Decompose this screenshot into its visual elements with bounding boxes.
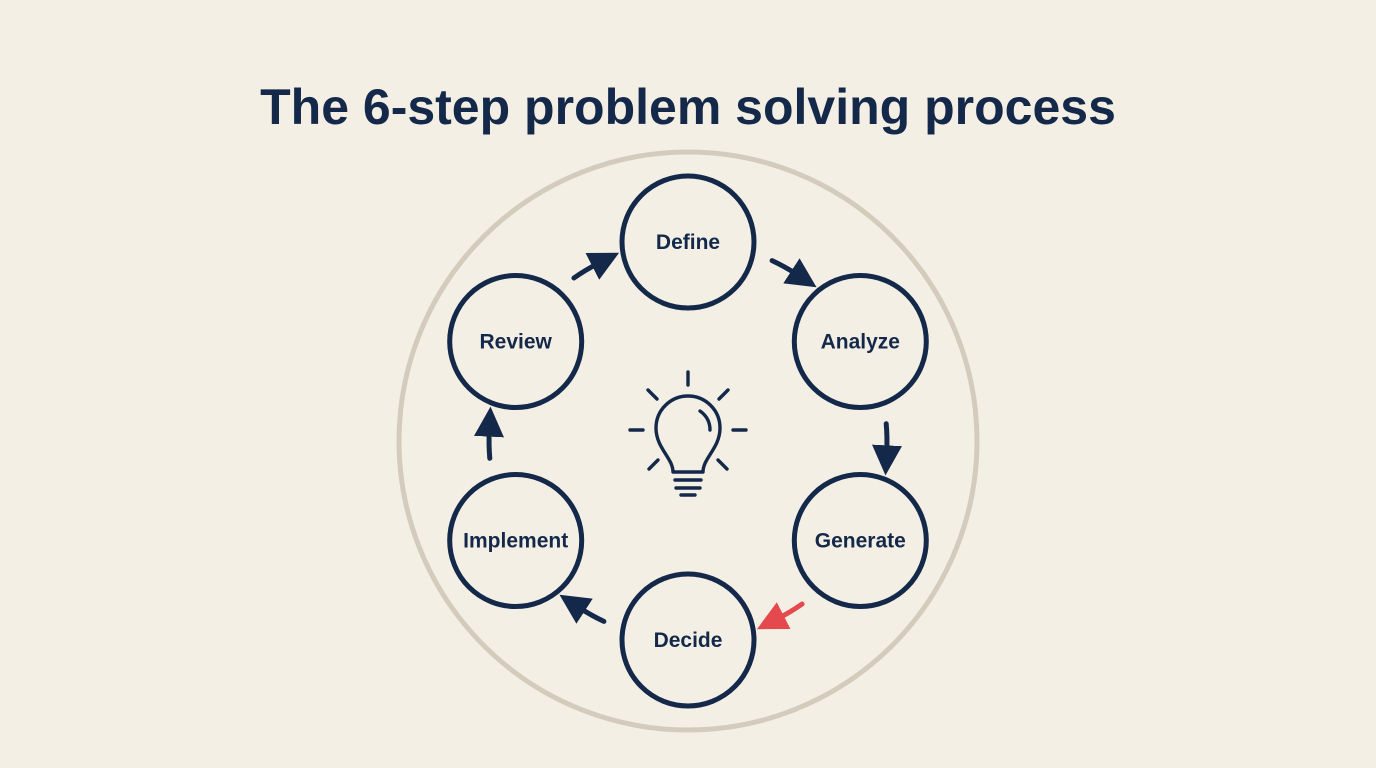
step-node-implement: Implement — [447, 472, 585, 609]
step-circle-analyze — [791, 273, 929, 410]
step-circle-review — [447, 273, 585, 410]
step-label-generate: Generate — [815, 530, 906, 553]
step-label-implement: Implement — [463, 530, 568, 553]
bulb-highlight — [698, 409, 712, 432]
page-title: The 6-step problem solving process — [260, 79, 1116, 135]
arrow-analyze-to-generate — [872, 421, 902, 476]
lightbulb-icon — [628, 370, 748, 497]
step-circle-generate — [791, 472, 929, 609]
flow-arrows — [474, 252, 902, 630]
step-label-analyze: Analyze — [821, 331, 900, 354]
outer-ring — [396, 149, 980, 733]
step-label-review: Review — [480, 331, 553, 354]
step-node-analyze: Analyze — [791, 273, 929, 410]
arrow-review-to-define — [571, 252, 620, 281]
step-circle-decide — [619, 571, 757, 709]
step-node-review: Review — [447, 273, 585, 410]
step-node-decide: Decide — [619, 571, 757, 709]
arrow-define-to-analyze — [769, 258, 817, 288]
light-rays — [628, 370, 748, 471]
step-node-generate: Generate — [791, 472, 929, 609]
step-circle-define — [619, 173, 757, 311]
arrow-decide-to-implement — [559, 594, 607, 624]
arrow-implement-to-review — [474, 406, 504, 461]
arrow-generate-to-decide — [756, 601, 805, 630]
step-node-define: Define — [619, 173, 757, 311]
step-label-define: Define — [656, 231, 720, 254]
bulb-glass — [654, 394, 722, 474]
step-label-decide: Decide — [654, 629, 723, 652]
step-circle-implement — [447, 472, 585, 609]
